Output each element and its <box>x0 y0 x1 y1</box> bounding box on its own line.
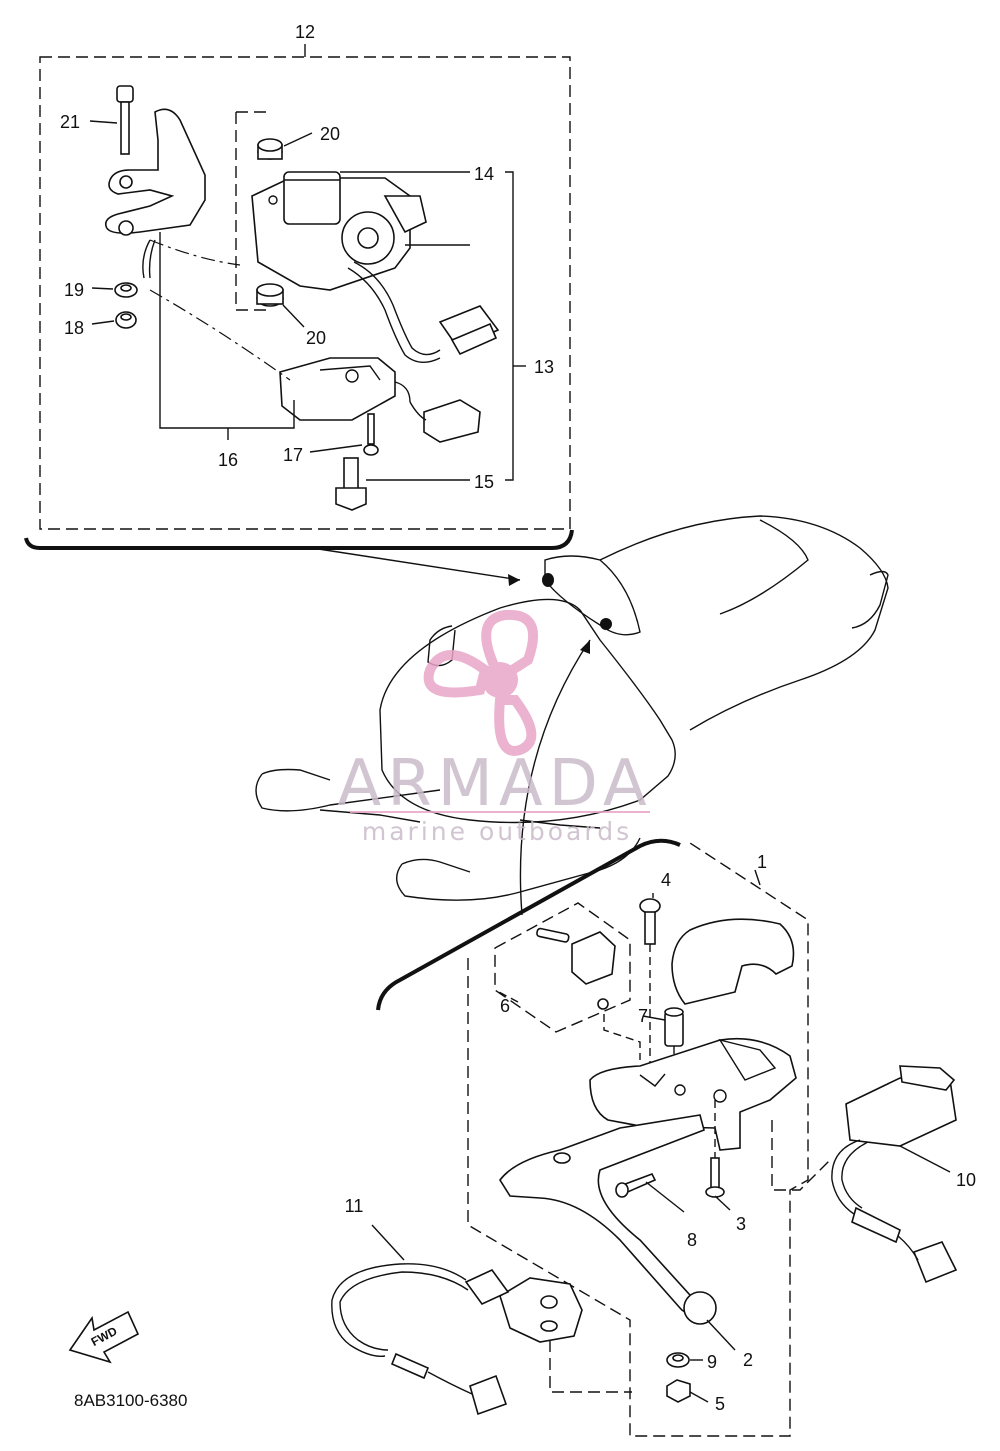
mount-point-upper <box>542 573 554 587</box>
callout-6: 6 <box>500 996 510 1016</box>
callout-2: 2 <box>743 1350 753 1370</box>
control-unit-10 <box>771 1065 958 1284</box>
washer-18 <box>91 311 137 329</box>
bolt-21 <box>89 85 134 155</box>
callout-16: 16 <box>218 450 238 470</box>
nut-5 <box>666 1379 709 1403</box>
watermark-subtitle: marine outboards <box>362 817 632 846</box>
relay-14 <box>251 171 470 363</box>
fwd-arrow-icon: FWD <box>68 1310 140 1364</box>
propeller-logo <box>423 609 538 756</box>
watermark-title: ARMADA <box>337 747 652 821</box>
snowmobile-illustration <box>255 515 889 916</box>
callout-14: 14 <box>474 164 494 184</box>
callout-20-top: 20 <box>320 124 340 144</box>
callout-9: 9 <box>707 1352 717 1372</box>
callout-15: 15 <box>474 472 494 492</box>
bolt-15 <box>335 457 470 511</box>
callout-18: 18 <box>64 318 84 338</box>
grommet-20-bottom <box>256 283 305 328</box>
lower-bracket-1 <box>376 838 681 1011</box>
throttle-lever-2 <box>499 1114 717 1325</box>
guide-dash-20 <box>235 111 270 311</box>
callout-20-bottom: 20 <box>306 328 326 348</box>
leader-16 <box>159 232 295 429</box>
callout-10: 10 <box>956 1170 976 1190</box>
inset-bracket-12 <box>24 529 574 550</box>
callout-4: 4 <box>661 870 671 890</box>
screw-17 <box>309 413 379 456</box>
lower-assembly-frame <box>376 838 809 1437</box>
bracket-16 <box>104 108 206 279</box>
screw-3 <box>705 1100 725 1198</box>
callout-19: 19 <box>64 280 84 300</box>
switch-6 <box>536 927 616 1010</box>
subgroup-6-frame <box>494 902 631 1033</box>
lever-housing <box>589 1037 797 1151</box>
throttle-cover <box>671 918 795 1005</box>
collar-7 <box>664 1007 684 1092</box>
nut-19 <box>91 282 138 298</box>
callout-21: 21 <box>60 112 80 132</box>
screw-8 <box>615 1172 657 1198</box>
callout-7: 7 <box>638 1006 648 1026</box>
upper-inset-12 <box>24 44 574 550</box>
throttle-sensor-11 <box>331 1263 632 1416</box>
callout-17: 17 <box>283 445 303 465</box>
nut-9 <box>666 1352 703 1368</box>
grommet-20-top <box>257 132 313 160</box>
watermark: ARMADA marine outboards <box>337 609 652 846</box>
callout-12: 12 <box>295 22 315 42</box>
relay-connector <box>438 305 500 356</box>
phantom-guides-upper <box>149 239 291 381</box>
callout-1: 1 <box>757 852 767 872</box>
callout-5: 5 <box>715 1394 725 1414</box>
callout-3: 3 <box>736 1214 746 1234</box>
callout-13: 13 <box>534 357 554 377</box>
callout-8: 8 <box>687 1230 697 1250</box>
inset-frame-12 <box>39 56 571 530</box>
holder-base-16 <box>279 357 481 443</box>
leader-13 <box>505 171 514 481</box>
callout-11: 11 <box>345 1196 364 1216</box>
part-code: 8AB3100-6380 <box>74 1391 187 1410</box>
mount-point-lower <box>600 618 612 630</box>
